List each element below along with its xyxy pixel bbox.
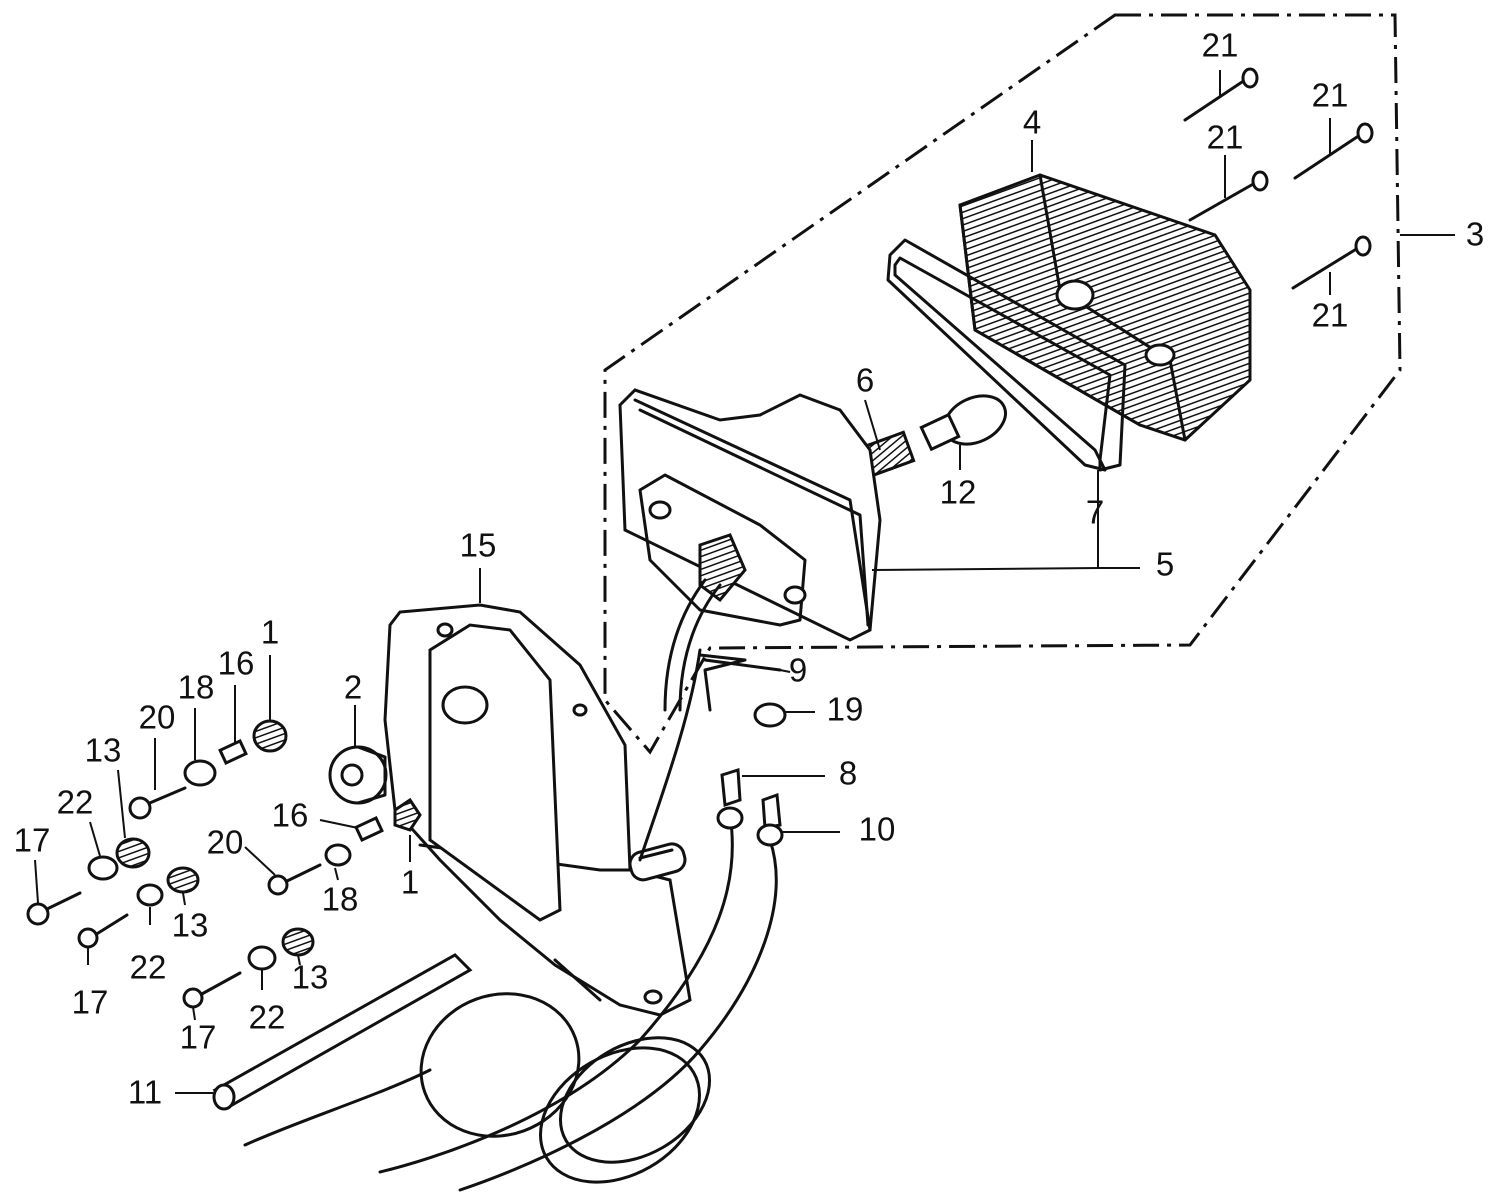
callout-1: 1	[261, 614, 279, 651]
callout-21: 21	[1207, 119, 1244, 156]
callout-2: 2	[344, 669, 362, 706]
leader-lines	[34, 70, 1455, 1094]
lens-screws	[1183, 67, 1374, 290]
terminal-connectors	[716, 768, 784, 847]
assembly-boundary-line	[603, 13, 1402, 755]
callout-12: 12	[940, 474, 977, 511]
hardware-row-2	[77, 816, 384, 949]
callout-4: 4	[1023, 104, 1041, 141]
callout-17: 17	[72, 984, 109, 1021]
callout-9: 9	[789, 652, 807, 689]
callout-16: 16	[272, 797, 309, 834]
callout-17: 17	[180, 1019, 217, 1056]
callout-18: 18	[178, 669, 215, 706]
callout-20: 20	[207, 824, 244, 861]
callout-10: 10	[859, 811, 896, 848]
callout-6: 6	[856, 362, 874, 399]
callout-8: 8	[839, 755, 857, 792]
callout-21: 21	[1312, 297, 1349, 334]
mounting-bracket	[383, 603, 692, 1017]
nut	[393, 797, 422, 832]
bulb	[919, 394, 1007, 452]
callout-21: 21	[1202, 27, 1239, 64]
wire-terminal	[703, 658, 782, 672]
tail-light-base	[618, 388, 882, 642]
lens-gasket	[886, 238, 1127, 472]
callout-11: 11	[128, 1074, 162, 1111]
callout-13: 13	[172, 907, 209, 944]
collar	[328, 745, 388, 805]
lamp-wire	[663, 578, 707, 712]
callout-18: 18	[322, 881, 359, 918]
hardware-row-1	[26, 719, 288, 926]
tail-light-lens	[958, 173, 1252, 442]
callout-1: 1	[401, 864, 419, 901]
callout-20: 20	[139, 699, 176, 736]
callout-3: 3	[1466, 216, 1484, 253]
callout-19: 19	[827, 691, 864, 728]
callout-22: 22	[249, 999, 286, 1036]
callout-7: 7	[1086, 494, 1104, 531]
callout-16: 16	[218, 645, 255, 682]
rubber-tube	[212, 953, 473, 1111]
bullet-connector	[753, 702, 787, 728]
callout-17: 17	[14, 822, 51, 859]
callout-15: 15	[460, 527, 497, 564]
callout-13: 13	[292, 959, 329, 996]
hardware-row-3	[182, 927, 315, 1009]
callout-13: 13	[85, 732, 122, 769]
callout-22: 22	[130, 949, 167, 986]
callout-22: 22	[57, 784, 94, 821]
lamp-wire	[678, 583, 722, 712]
callout-5: 5	[1156, 546, 1174, 583]
wire-harness	[243, 648, 778, 1192]
callout-21: 21	[1312, 77, 1349, 114]
